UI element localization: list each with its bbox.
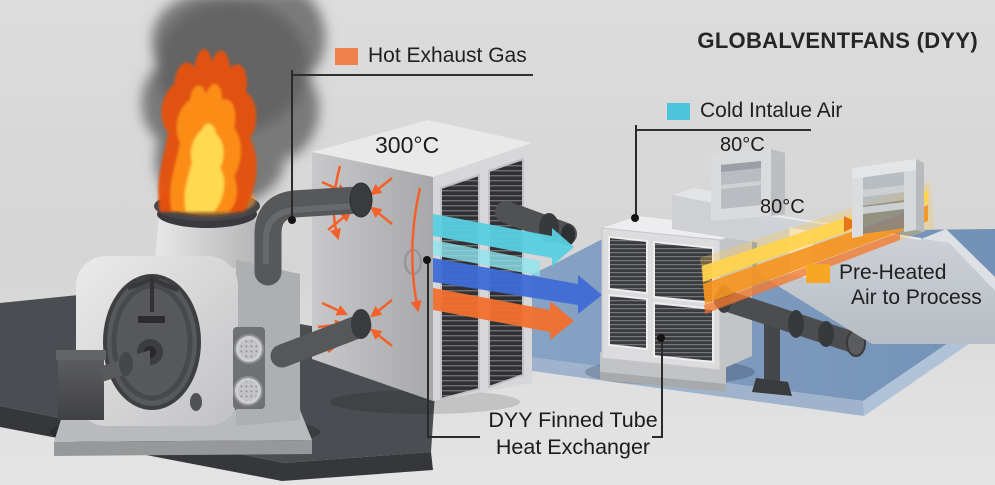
grille-panel [608,235,648,295]
pre-heated-legend-swatch [806,264,830,283]
exchanger-leader-right-h [652,436,663,438]
grille-panel [653,301,714,364]
ladder-rack [852,159,924,238]
hot-leader-dot [288,216,296,224]
cold-air-legend-swatch [667,102,690,120]
temp-process-outlet: 80°C [760,196,805,218]
cold-air-beam [433,214,574,266]
exchanger1-shadow [330,390,520,414]
diagram-title: GLOBALVENTFANS (DYY) [697,28,978,53]
cold-leader-dot [631,214,639,222]
exchanger-leader-left-h [428,436,480,438]
pre-heated-line2: Air to Process [851,286,982,309]
heat-exchanger-label-line1: DYY Finned Tube [488,408,658,432]
grille-panel [608,293,648,351]
cold-leader-line [635,125,637,217]
callout-heat-exchanger: DYY Finned Tube Heat Exchanger [478,407,668,461]
pre-heated-line1: Pre-Heated [839,261,947,284]
heat-exchanger-label-line2: Heat Exchanger [495,435,651,459]
hot-gas-flow-arrows [317,165,422,353]
exchanger-leader-left-dot [423,256,431,264]
callout-hot-exhaust-gas: Hot Exhaust Gas [291,44,533,76]
flow-beams-mid [433,214,602,340]
exhaust-pipes [254,182,373,368]
flame [158,49,257,216]
hot-exhaust-gas-label: Hot Exhaust Gas [368,44,527,67]
exchanger-leader-right-dot [657,334,665,342]
hot-gas-beam [433,288,574,340]
callout-pre-heated-air: Pre-Heated Air to Process [806,260,982,310]
hot-gas-legend-swatch [335,47,358,65]
stack-frame [711,149,785,221]
hot-leader-line [291,70,293,220]
exchanger-leader-right-v [661,338,663,438]
exchanger-leader-left-v [427,259,429,438]
furnace [50,49,320,456]
temp-stack-outlet: 80°C [720,134,765,156]
cold-air-beam-dark [433,258,602,314]
burner-unit [56,350,150,420]
temp-exhaust-inlet: 300°C [375,132,440,158]
cold-intake-air-label: Cold Intalue Air [700,99,843,122]
pre-heated-label: Pre-Heated Air to Process [839,260,982,310]
cold-air-beam-underlay [433,240,540,276]
callout-cold-intake-air: Cold Intalue Air [635,99,842,131]
